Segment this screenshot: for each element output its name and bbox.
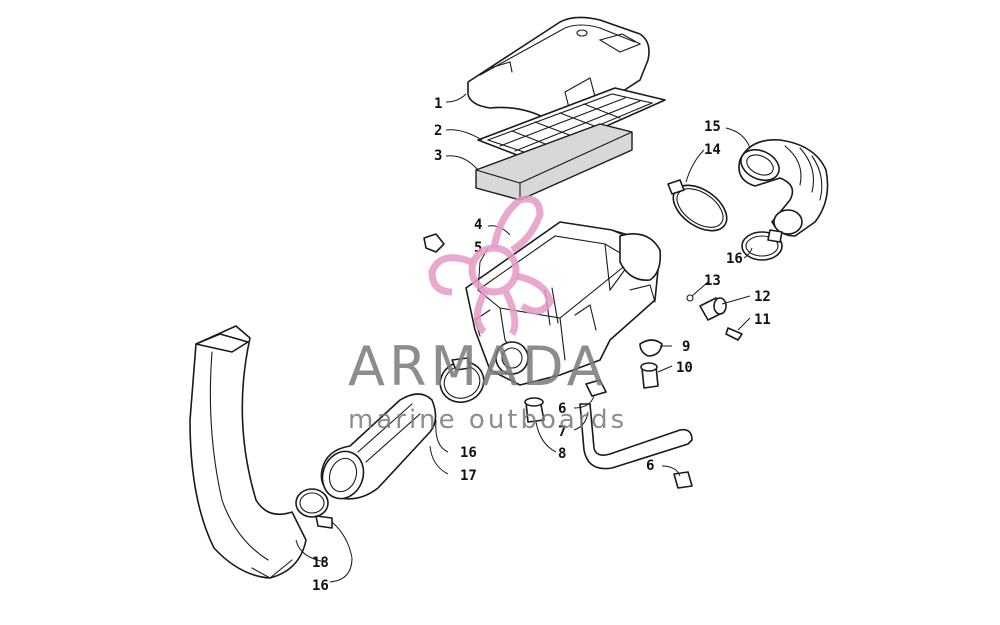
grommet-13 xyxy=(686,294,694,302)
callout-14: 14 xyxy=(704,142,721,158)
clamp-9 xyxy=(639,339,663,357)
elbow-boot-15 xyxy=(738,139,829,237)
callout-16-lower: 16 xyxy=(312,578,329,594)
callout-8: 8 xyxy=(558,446,566,462)
clamp-16-middle xyxy=(439,357,485,404)
intake-duct-17 xyxy=(320,393,437,500)
callout-11: 11 xyxy=(754,312,771,328)
callout-13: 13 xyxy=(704,273,721,289)
callout-15: 15 xyxy=(704,119,721,135)
callout-10: 10 xyxy=(676,360,693,376)
grommet-8 xyxy=(524,397,545,423)
cap-10 xyxy=(640,362,659,389)
callout-9: 9 xyxy=(682,339,690,355)
callout-12: 12 xyxy=(754,289,771,305)
watermark: ARMADA marine outboards xyxy=(348,195,627,435)
clip-5 xyxy=(423,233,445,253)
callout-6-upper: 6 xyxy=(558,401,566,417)
watermark-tagline: marine outboards xyxy=(348,405,627,435)
callout-16-upper: 16 xyxy=(726,251,743,267)
intake-snorkel-18 xyxy=(189,325,307,579)
callout-2: 2 xyxy=(434,123,442,139)
clamp-16-lower xyxy=(295,488,333,529)
callout-1: 1 xyxy=(434,96,442,112)
clamp-16-upper xyxy=(741,229,783,261)
callout-5: 5 xyxy=(474,240,482,256)
callout-3: 3 xyxy=(434,148,442,164)
callout-4: 4 xyxy=(474,217,482,233)
filter-frame xyxy=(477,87,666,161)
callout-16-middle: 16 xyxy=(460,445,477,461)
clamp-6-lower xyxy=(673,471,693,489)
drain-hose-7 xyxy=(579,403,693,470)
watermark-brand: ARMADA xyxy=(348,335,608,398)
foam-filter xyxy=(475,123,633,201)
callout-17: 17 xyxy=(460,468,477,484)
callout-7: 7 xyxy=(558,424,566,440)
sensor-12 xyxy=(699,297,727,321)
callout-6-lower: 6 xyxy=(646,458,654,474)
callouts: 1 2 3 4 5 6 6 7 8 9 10 11 12 13 14 15 16… xyxy=(312,96,771,594)
clamp-14 xyxy=(667,179,728,232)
screw-11 xyxy=(725,327,743,341)
housing-outlet-port xyxy=(495,341,529,375)
watermark-logo xyxy=(428,195,554,336)
clamp-6-upper xyxy=(585,379,607,397)
callout-18: 18 xyxy=(312,555,329,571)
leader-lines xyxy=(295,93,753,583)
